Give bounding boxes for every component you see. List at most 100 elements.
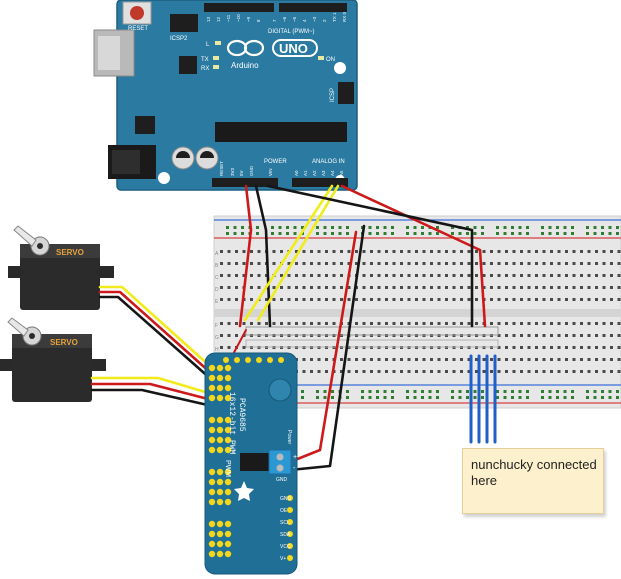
breadboard-hole bbox=[617, 250, 621, 253]
breadboard-rail-hole bbox=[556, 390, 559, 393]
breadboard-rail-hole bbox=[293, 226, 297, 229]
reset-button-cap[interactable] bbox=[130, 6, 144, 20]
pwm-pin-pad bbox=[208, 436, 216, 444]
breadboard-hole bbox=[227, 274, 231, 277]
breadboard-hole bbox=[355, 250, 358, 253]
breadboard-hole bbox=[377, 298, 381, 301]
breadboard-hole bbox=[445, 262, 448, 265]
breadboard-hole bbox=[580, 358, 583, 361]
breadboard-rail-hole bbox=[593, 390, 597, 393]
breadboard-hole bbox=[287, 286, 291, 289]
breadboard-rail-hole bbox=[473, 232, 477, 235]
breadboard-hole bbox=[235, 250, 238, 253]
breadboard-hole bbox=[452, 370, 456, 373]
breadboard-hole bbox=[482, 286, 486, 289]
breadboard-hole bbox=[250, 322, 253, 325]
pwm-pin-pad bbox=[224, 416, 232, 424]
breadboard-rail-hole bbox=[316, 390, 319, 393]
pwm-pin-pad bbox=[216, 488, 224, 496]
breadboard-hole bbox=[272, 286, 276, 289]
breadboard-hole bbox=[587, 274, 591, 277]
breadboard-hole bbox=[430, 322, 433, 325]
pwm-control-label: SCL bbox=[280, 520, 290, 526]
breadboard-hole bbox=[272, 298, 276, 301]
wire-servo-top-black bbox=[98, 295, 214, 382]
breadboard-hole bbox=[235, 298, 238, 301]
breadboard-hole bbox=[400, 250, 403, 253]
breadboard-hole bbox=[385, 274, 388, 277]
digital-pin-label: 4 bbox=[302, 19, 307, 22]
power-header bbox=[212, 178, 278, 187]
breadboard-hole bbox=[617, 262, 621, 265]
breadboard-hole bbox=[370, 358, 373, 361]
adafruit-logo bbox=[234, 481, 254, 501]
breadboard-hole bbox=[475, 274, 478, 277]
breadboard-hole bbox=[580, 286, 583, 289]
breadboard-hole bbox=[587, 322, 591, 325]
breadboard-rail-hole bbox=[571, 226, 574, 229]
pwm-pin-pad bbox=[216, 540, 224, 548]
breadboard-rail-hole bbox=[376, 396, 379, 399]
breadboard-rail-hole bbox=[233, 232, 237, 235]
breadboard-rail-hole bbox=[586, 226, 589, 229]
breadboard-rail-hole bbox=[563, 396, 567, 399]
icsp2-label: ICSP2 bbox=[170, 36, 188, 42]
pwm-control-pad bbox=[287, 519, 293, 525]
pwm-control-pad bbox=[287, 543, 293, 549]
breadboard-hole bbox=[520, 334, 523, 337]
breadboard-hole bbox=[445, 274, 448, 277]
wire-servo-top-red bbox=[98, 290, 214, 376]
breadboard-hole bbox=[595, 250, 598, 253]
breadboard-row-label: A bbox=[215, 251, 219, 257]
breadboard-hole bbox=[422, 370, 426, 373]
breadboard-row-label: H bbox=[215, 347, 219, 353]
breadboard-hole bbox=[310, 298, 313, 301]
breadboard-rail-hole bbox=[511, 232, 514, 235]
breadboard-hole bbox=[475, 370, 478, 373]
breadboard-rail-hole bbox=[458, 232, 462, 235]
breadboard-hole bbox=[527, 286, 531, 289]
breadboard-hole bbox=[610, 298, 613, 301]
breadboard-hole bbox=[445, 286, 448, 289]
breadboard-hole bbox=[497, 298, 501, 301]
breadboard-hole bbox=[475, 250, 478, 253]
breadboard-hole bbox=[437, 250, 441, 253]
breadboard-hole bbox=[257, 322, 261, 325]
breadboard-rail-hole bbox=[586, 232, 589, 235]
breadboard-hole bbox=[467, 250, 471, 253]
breadboard-rail-hole bbox=[503, 390, 507, 393]
pwm-pin-pad bbox=[216, 364, 224, 372]
breadboard-rail-hole bbox=[608, 390, 612, 393]
breadboard-hole bbox=[595, 358, 598, 361]
breadboard-hole bbox=[370, 370, 373, 373]
breadboard-hole bbox=[565, 346, 568, 349]
pwm-pin-pad bbox=[208, 426, 216, 434]
breadboard-hole bbox=[550, 370, 553, 373]
breadboard-hole bbox=[220, 286, 223, 289]
breadboard-row-label: E bbox=[215, 299, 219, 305]
wire-servo-bottom-black bbox=[90, 388, 214, 408]
breadboard-hole bbox=[370, 286, 373, 289]
breadboard-rail-hole bbox=[421, 232, 424, 235]
breadboard-hole bbox=[340, 358, 343, 361]
breadboard-hole bbox=[332, 274, 336, 277]
breadboard-hole bbox=[437, 322, 441, 325]
breadboard-hole bbox=[512, 346, 516, 349]
breadboard-hole bbox=[602, 358, 606, 361]
breadboard-hole bbox=[445, 298, 448, 301]
breadboard-hole bbox=[595, 370, 598, 373]
pwm-pin-pad bbox=[208, 364, 216, 372]
breadboard-rail-hole bbox=[383, 396, 387, 399]
led-tx bbox=[213, 56, 219, 60]
power-jack-inner bbox=[112, 150, 140, 174]
breadboard-hole bbox=[400, 274, 403, 277]
breadboard-hole bbox=[280, 322, 283, 325]
breadboard-hole bbox=[587, 370, 591, 373]
breadboard-hole bbox=[617, 346, 621, 349]
breadboard-rail-hole bbox=[323, 390, 327, 393]
breadboard-hole bbox=[557, 262, 561, 265]
pwm-pin-pad bbox=[216, 498, 224, 506]
breadboard-hole bbox=[407, 358, 411, 361]
breadboard-rail-hole bbox=[571, 390, 574, 393]
led-l bbox=[215, 41, 221, 45]
